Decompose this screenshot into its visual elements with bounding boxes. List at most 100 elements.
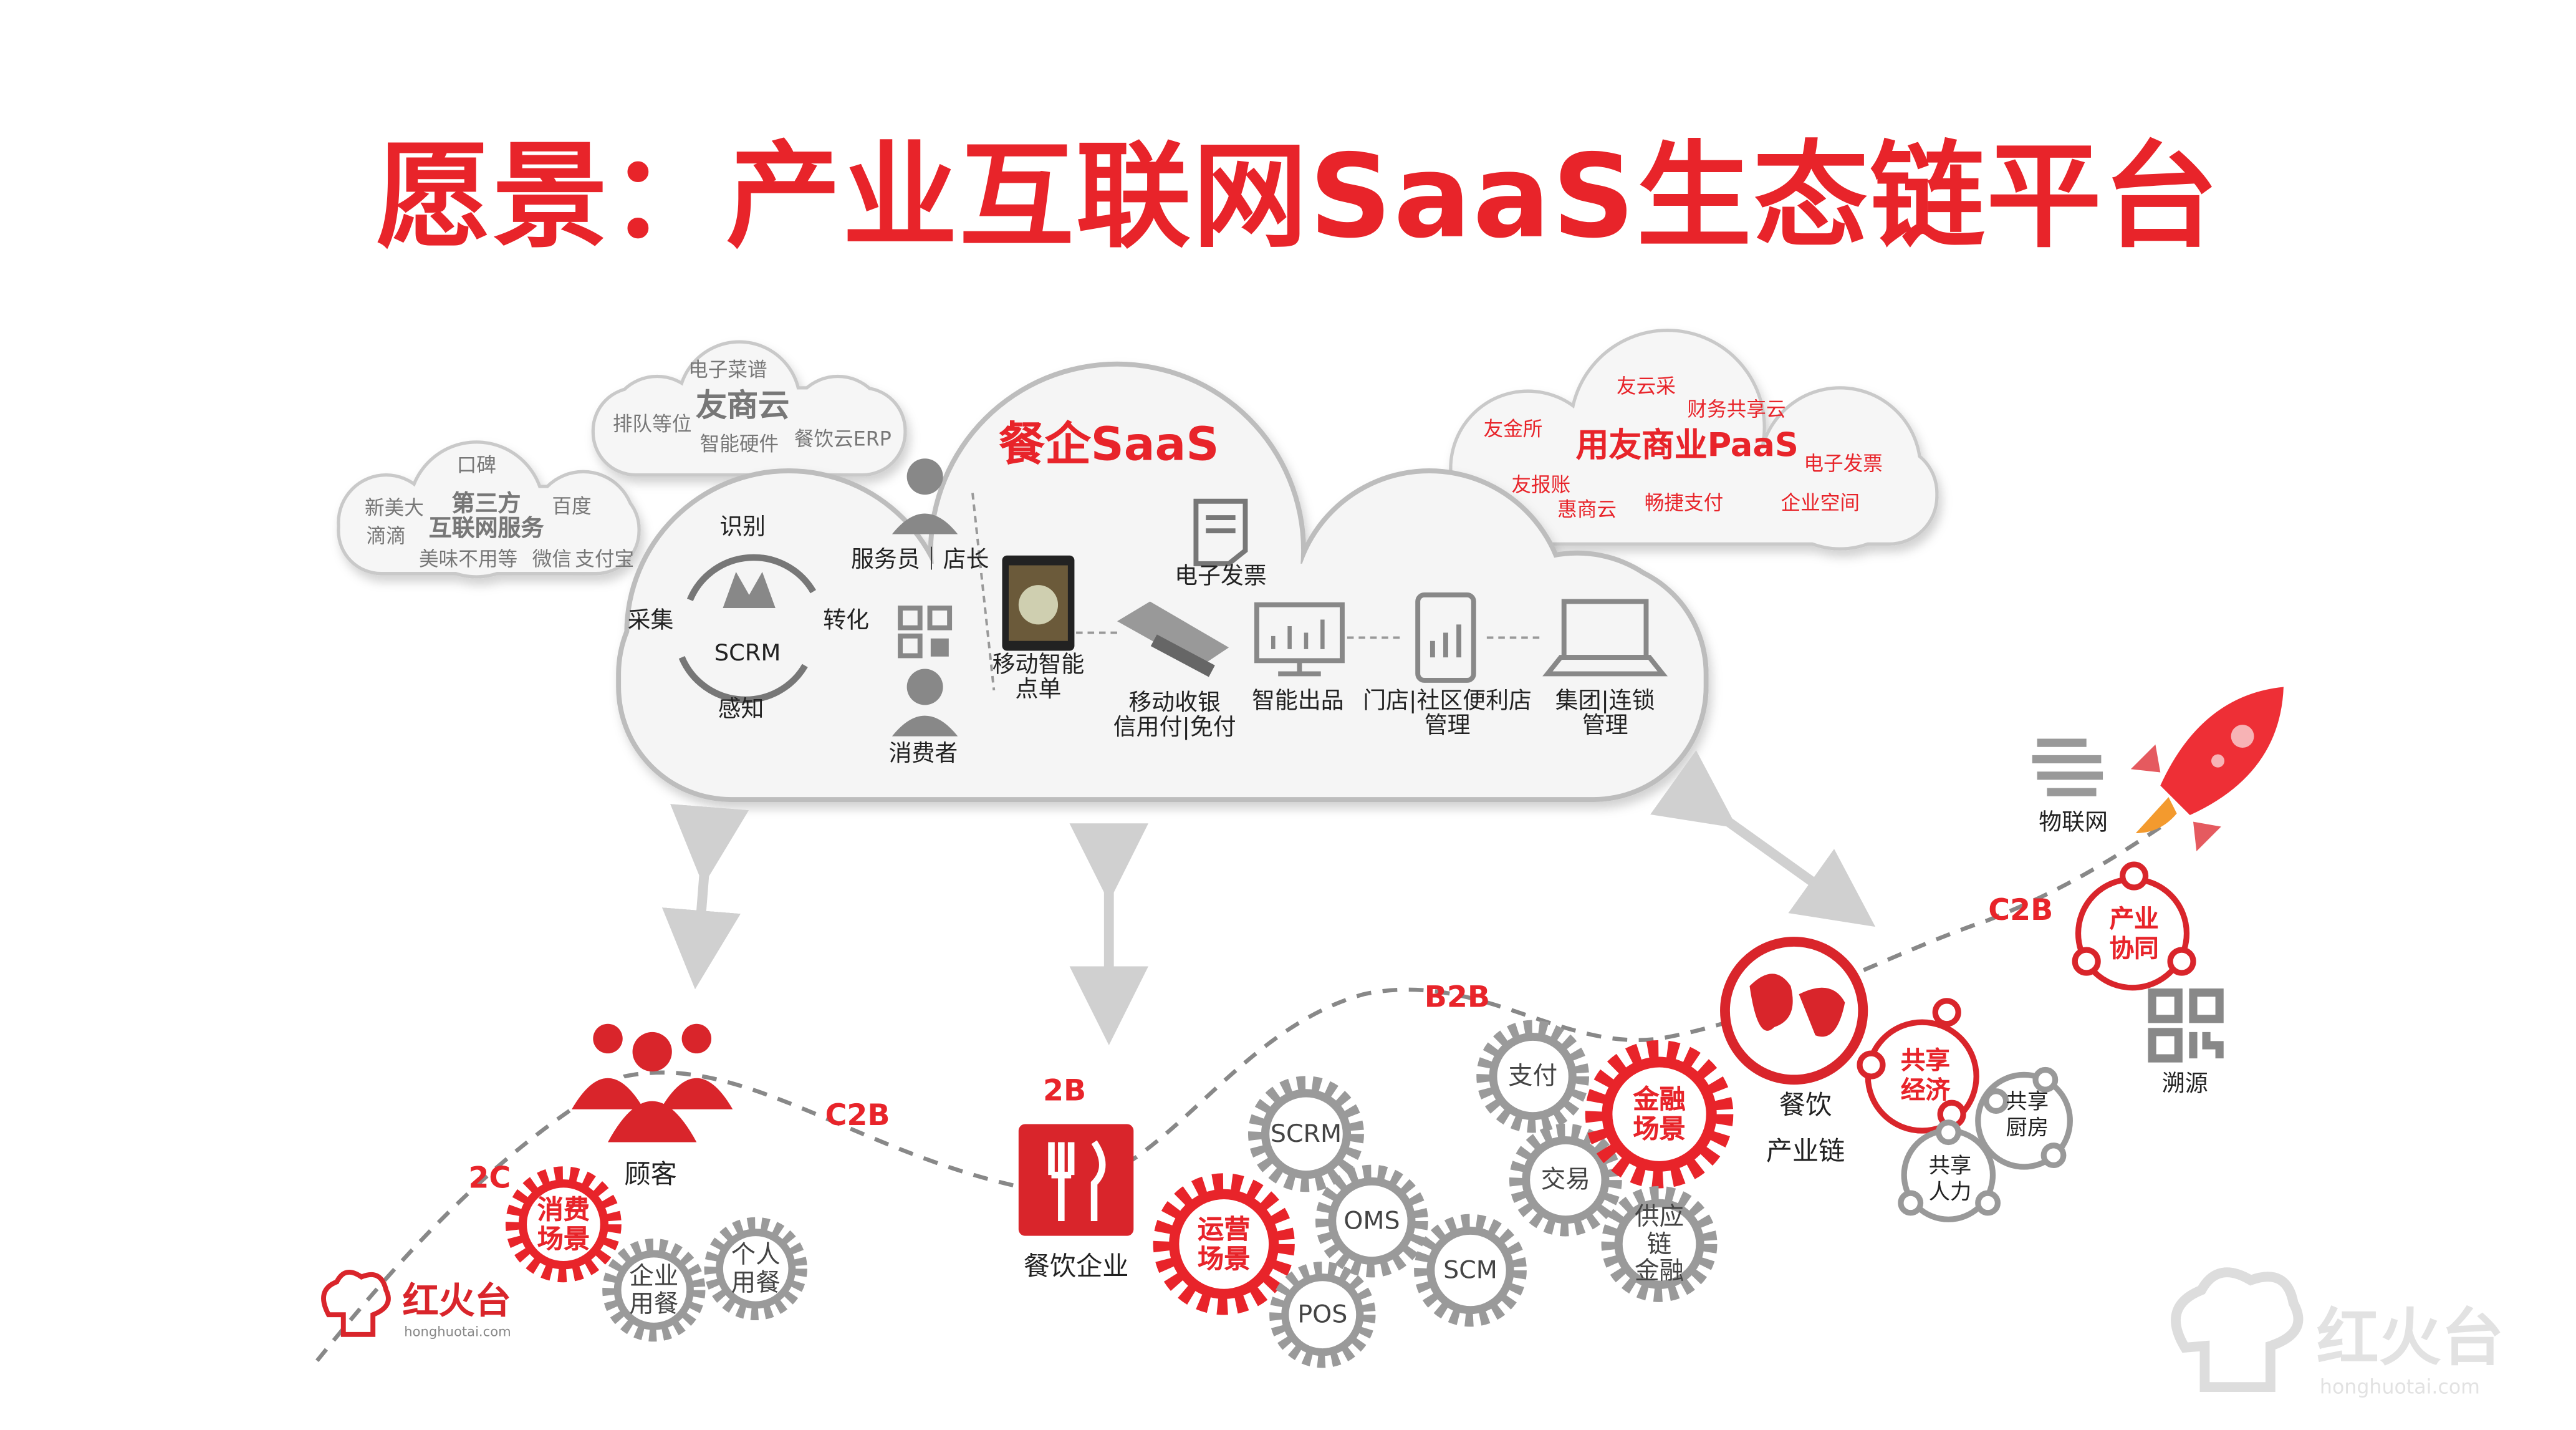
shared-labor-label: 共享 (1928, 1154, 1972, 1179)
cloud-title: 互联网服务 (428, 516, 544, 543)
cloud-item: 电子菜谱 (688, 358, 767, 382)
consumer-label: 消费者 (888, 741, 958, 768)
cloud-item: 微信 (532, 547, 572, 571)
laptop-icon (1542, 599, 1668, 677)
cloud-item: 美味不用等 (418, 547, 518, 571)
label-c2b: C2B (1988, 893, 2054, 928)
label-c2b: C2B (825, 1099, 890, 1134)
gear-operation-scene: 运营 场景 (1151, 1172, 1296, 1316)
staff-label: 服务员｜店长 (851, 547, 989, 574)
shared-labor-label: 人力 (1928, 1181, 1972, 1206)
cloud-third-party-shape (337, 440, 641, 579)
industry-collab-label: 协同 (2109, 934, 2159, 964)
gear-payment: 支付 (1475, 1019, 1590, 1134)
cloud-item: 惠商云 (1557, 498, 1617, 521)
mobile-order-label: 点单 (1015, 677, 1062, 703)
cloud-title: 用友商业PaaS (1575, 425, 1799, 465)
node-circles (1857, 861, 2196, 1222)
double-arrows (661, 750, 1876, 1045)
cloud-item: 排队等位 (612, 412, 692, 436)
e-invoice-label: 电子发票 (1175, 563, 1267, 590)
gear-personal-meal: 个人 用餐 (703, 1216, 809, 1321)
cloud-item: 财务共享云 (1687, 397, 1786, 421)
invoice-icon (1193, 498, 1248, 566)
tablet-icon (1002, 555, 1075, 651)
store-mgmt-label: 门店|社区便利店 (1363, 688, 1532, 715)
rocket-icon (2130, 687, 2284, 852)
sharing-economy-label: 共享 (1900, 1045, 1951, 1076)
phone-icon (1415, 592, 1476, 683)
group-mgmt-label: 集团|连锁 (1555, 688, 1655, 715)
trace-qr-icon (2148, 988, 2224, 1063)
cloud-title: 第三方 (451, 491, 521, 518)
logo-domain: honghuotai.com (404, 1324, 511, 1340)
gear-enterprise-meal: 企业 用餐 (601, 1237, 706, 1343)
iot-icon (2032, 738, 2103, 796)
scrm-identify: 识别 (719, 514, 766, 541)
sharing-economy-label: 经济 (1900, 1075, 1951, 1105)
watermark-name: 红火台 (2316, 1302, 2504, 1374)
cloud-item: 口碑 (456, 453, 496, 477)
scrm-convert: 转化 (823, 607, 870, 635)
cloud-item: 电子发票 (1804, 452, 1883, 475)
industry-collab-label: 产业 (2109, 904, 2159, 934)
scrm-cycle-icon (678, 554, 816, 703)
iot-label: 物联网 (2039, 810, 2108, 837)
watermark-domain: honghuotai.com (2319, 1375, 2480, 1399)
label-2b: 2B (1043, 1074, 1087, 1109)
gear-scm: SCM (1413, 1213, 1527, 1328)
main-cloud-title: 餐企SaaS (999, 417, 1219, 472)
industry-chain-label: 产业链 (1766, 1135, 1845, 1167)
logo-icon (321, 1270, 391, 1337)
cloud-item: 企业空间 (1781, 491, 1860, 515)
label-2c: 2C (468, 1161, 511, 1196)
staff-icon (892, 458, 958, 534)
gear-consumption-scene: 消费 场景 (504, 1165, 623, 1283)
globe-icon (1720, 937, 1868, 1085)
gear-finance-scene: 金融 场景 (1584, 1038, 1734, 1189)
cloud-item: 友报账 (1511, 473, 1571, 497)
store-mgmt-label: 管理 (1424, 713, 1471, 740)
shared-kitchen-label: 共享 (2006, 1090, 2049, 1116)
customer-label: 顾客 (624, 1158, 677, 1190)
cloud-item: 支付宝 (575, 547, 635, 571)
cloud-item: 滴滴 (366, 524, 406, 548)
cloud-item: 友金所 (1483, 417, 1543, 441)
smart-output-label: 智能出品 (1252, 688, 1344, 715)
group-mgmt-label: 管理 (1582, 713, 1628, 740)
trace-label: 溯源 (2161, 1071, 2208, 1098)
scrm-perceive: 感知 (718, 697, 764, 723)
cloud-item: 友云采 (1617, 375, 1676, 398)
monitor-icon (1254, 602, 1345, 677)
watermark-icon (2171, 1267, 2304, 1393)
qr-icon (898, 606, 953, 659)
shared-kitchen-label: 厨房 (2006, 1116, 2049, 1142)
cloud-item: 新美大 (364, 496, 424, 519)
gear-supply-finance: 供应链 金融 (1600, 1185, 1719, 1303)
cloud-item: 智能硬件 (699, 432, 779, 456)
gear-pos: POS (1268, 1260, 1377, 1369)
scrm-collect: 采集 (627, 607, 674, 635)
mobile-order-label: 移动智能 (992, 652, 1085, 679)
gear-trade: 交易 (1508, 1123, 1623, 1237)
page-title: 愿景：产业互联网SaaS生态链平台 (376, 129, 2220, 264)
gear-oms: OMS (1314, 1164, 1429, 1278)
customers-icon (572, 1023, 733, 1143)
mobile-pay-label: 移动收银 (1128, 690, 1221, 717)
cloud-item: 百度 (552, 495, 592, 518)
cloud-item: 餐饮云ERP (794, 427, 892, 451)
cloud-paas-shape (1445, 329, 1939, 551)
gear-scrm: SCRM (1247, 1075, 1365, 1193)
industry-chain-label: 餐饮 (1779, 1089, 1832, 1121)
logo-name: 红火台 (402, 1282, 511, 1323)
restaurant-icon (1018, 1124, 1134, 1236)
label-b2b: B2B (1424, 980, 1491, 1015)
cloud-title: 友商云 (695, 388, 790, 425)
cloud-youshang-shape (591, 340, 907, 477)
consumer-icon (892, 669, 958, 737)
enterprise-label: 餐饮企业 (1023, 1250, 1129, 1282)
scrm-center: SCRM (714, 640, 781, 667)
mobile-pay-label: 信用付|免付 (1113, 715, 1236, 742)
